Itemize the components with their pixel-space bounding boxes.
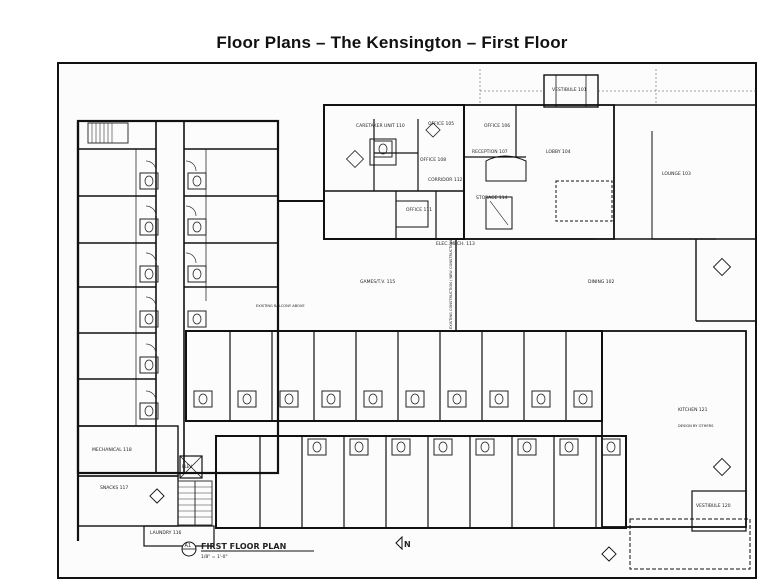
plan-ref: A1	[185, 543, 192, 549]
plan-border	[57, 62, 757, 579]
section-markers	[149, 257, 732, 562]
room-label-vestibule-kitchen: VESTIBULE 120	[696, 503, 731, 509]
stair-northwest	[87, 122, 129, 144]
room-label-corridor: CORRIDOR 112	[428, 177, 463, 183]
stair-south	[177, 480, 213, 526]
north-arrow: N	[395, 535, 411, 551]
room-label-storage: STORAGE 114	[476, 195, 508, 201]
room-label-caretaker: CARETAKER UNIT 110	[356, 123, 405, 129]
plan-scale: 1/8" = 1'-0"	[201, 554, 228, 560]
room-label-lounge: LOUNGE 103	[662, 171, 691, 177]
room-label-reception: RECEPTION 107	[472, 149, 508, 155]
room-label-kitchen: KITCHEN 121	[678, 407, 708, 413]
caretaker-fixtures	[345, 122, 441, 169]
note-kitchen: DESIGN BY OTHERS	[678, 424, 714, 428]
floor-plan-drawing: MECHANICAL 118 SNACKS 117 LAUNDRY 116 EL…	[57, 62, 757, 579]
room-label-office-105: OFFICE 105	[428, 121, 454, 127]
north-label: N	[404, 540, 411, 549]
room-label-office-108: OFFICE 108	[420, 157, 446, 163]
page-title: Floor Plans – The Kensington – First Flo…	[216, 33, 568, 52]
room-label-games: GAMES/T.V. 115	[360, 279, 395, 285]
room-label-laundry: LAUNDRY 116	[150, 530, 182, 536]
kitchen-block	[601, 330, 751, 570]
room-label-vestibule-top: VESTIBULE 101	[552, 87, 587, 93]
lounge-block	[614, 104, 757, 240]
room-label-office-111: OFFICE 111	[406, 207, 432, 213]
room-label-office-106: OFFICE 106	[484, 123, 510, 129]
note-balcony: EXISTING BALCONY ABOVE	[256, 304, 305, 308]
room-label-dining: DINING 102	[588, 279, 614, 285]
note-construction: EXISTING CONSTRUCTION / NEW CONSTRUCTION	[449, 240, 453, 329]
plan-caption: FIRST FLOOR PLAN	[201, 542, 286, 551]
room-label-lobby: LOBBY 104	[546, 149, 571, 155]
lobby-dash-lines	[479, 69, 756, 105]
room-label-elev: ELEV.	[182, 464, 193, 469]
plan-caption-block: A1 FIRST FLOOR PLAN 1/8" = 1'-0"	[181, 541, 314, 560]
south-units-lower	[215, 435, 627, 529]
room-label-snacks: SNACKS 117	[100, 485, 128, 491]
room-label-mechanical: MECHANICAL 118	[92, 447, 132, 453]
games-dining	[277, 200, 756, 331]
